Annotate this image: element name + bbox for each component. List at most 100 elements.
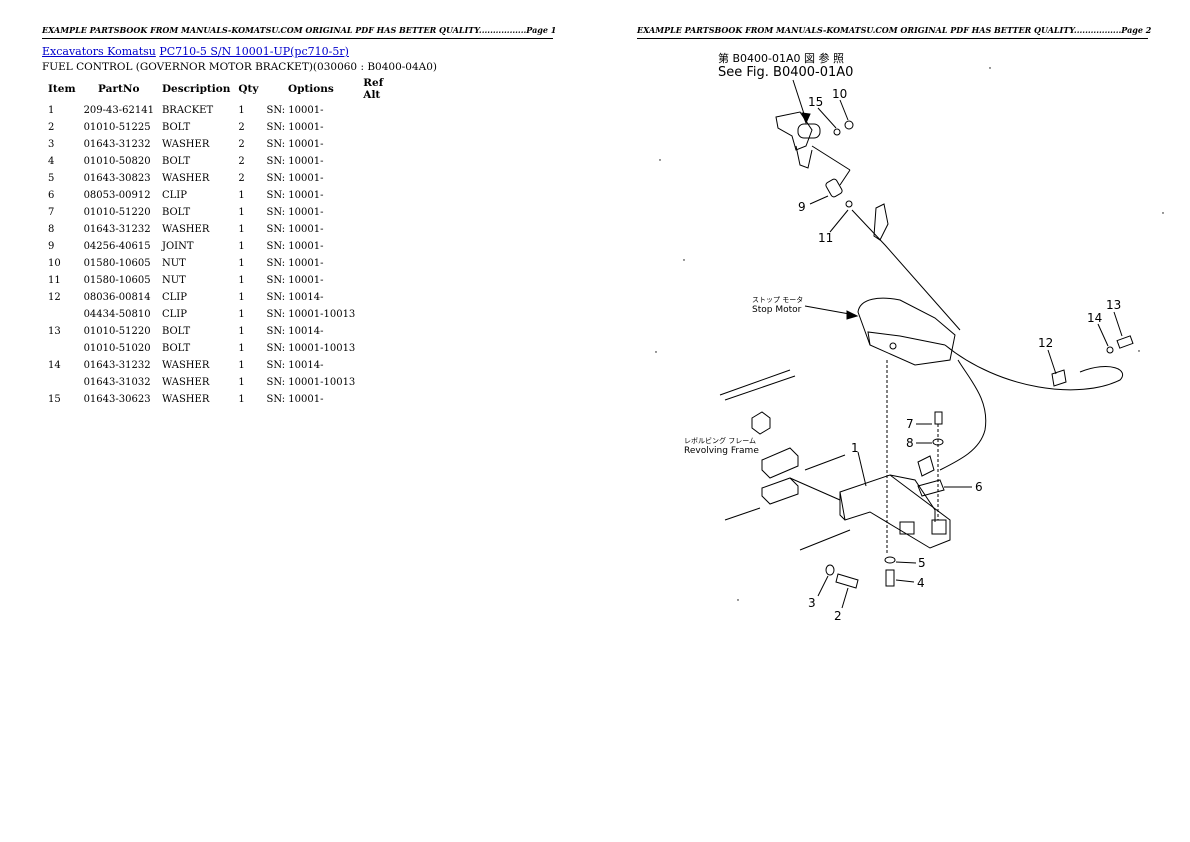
bolt-4-shape <box>885 569 895 587</box>
leader-line <box>817 107 837 129</box>
upper-joint-body <box>797 123 821 139</box>
bracket-1-edge <box>889 474 936 522</box>
bracket-1-shape <box>839 474 951 549</box>
nut-11-shape <box>845 200 853 208</box>
cell-options: SN: 10014- <box>266 292 324 303</box>
scan-speckle <box>655 351 657 353</box>
stop-motor-label-jp: ストップ モータ <box>752 295 803 304</box>
cell-description: WASHER <box>161 360 210 371</box>
clip-12-shape <box>1051 369 1067 387</box>
frame-line <box>724 507 761 521</box>
cell-description: NUT <box>161 258 186 269</box>
rod-line <box>839 169 851 186</box>
bracket-block <box>931 519 947 535</box>
breadcrumb: Excavators Komatsu PC710-5 S/N 10001-UP(… <box>42 45 349 58</box>
leader-line <box>829 209 849 233</box>
clip-6-shape <box>917 479 945 497</box>
cell-partno: 01010-51220 <box>83 207 151 218</box>
cell-description: WASHER <box>161 224 210 235</box>
cell-qty: 1 <box>238 343 245 354</box>
leader-line <box>841 587 849 609</box>
cell-qty: 1 <box>238 377 245 388</box>
cell-partno: 209-43-62141 <box>83 105 154 116</box>
fig-ref-jp: 第 B0400-01A0 図 参 照 <box>718 51 844 65</box>
cell-qty: 1 <box>238 275 245 286</box>
cell-description: JOINT <box>161 241 194 252</box>
column-header-ref-alt: Ref Alt <box>363 77 384 101</box>
cell-qty: 1 <box>238 258 245 269</box>
scan-speckle <box>989 67 991 69</box>
clip-6-top-shape <box>917 455 935 477</box>
breadcrumb-link-model[interactable]: PC710-5 S/N 10001-UP(pc710-5r) <box>159 45 349 58</box>
table-header-row: Item PartNo Description Qty Options Ref … <box>44 76 407 102</box>
callout-4: 4 <box>917 576 925 590</box>
cell-qty: 1 <box>238 360 245 371</box>
column-header-options: Options <box>287 83 334 95</box>
control-cable <box>851 209 961 331</box>
callout-9: 9 <box>798 200 806 214</box>
bolt-7-shape <box>934 411 943 425</box>
cell-qty: 1 <box>238 241 245 252</box>
cable-bracket-shape <box>873 203 889 241</box>
frame-line <box>789 477 841 501</box>
cell-partno: 01010-50820 <box>83 156 151 167</box>
cell-description: WASHER <box>161 394 210 405</box>
leader-line <box>895 561 917 564</box>
cell-partno: 01643-31232 <box>83 139 151 150</box>
callout-1: 1 <box>851 441 859 455</box>
cell-partno: 01643-30623 <box>83 394 151 405</box>
cell-options: SN: 10001- <box>266 275 324 286</box>
washer-15-shape <box>833 128 841 136</box>
page-header: EXAMPLE PARTSBOOK FROM MANUALS-KOMATSU.C… <box>637 25 1151 39</box>
cell-item: 7 <box>48 207 55 218</box>
stop-motor-shape <box>857 297 956 366</box>
cell-partno: 04256-40615 <box>83 241 151 252</box>
cell-options: SN: 10001- <box>266 258 324 269</box>
frame-line <box>724 375 796 401</box>
cell-item: 8 <box>48 224 55 235</box>
callout-14: 14 <box>1087 311 1102 325</box>
callout-5: 5 <box>918 556 926 570</box>
cell-qty: 1 <box>238 190 245 201</box>
cell-qty: 1 <box>238 326 245 337</box>
cell-options: SN: 10001- <box>266 173 324 184</box>
leader-line <box>1097 323 1109 347</box>
cell-description: BOLT <box>161 343 191 354</box>
cell-description: BOLT <box>161 156 191 167</box>
cell-qty: 2 <box>238 122 245 133</box>
cell-item: 5 <box>48 173 55 184</box>
cell-options: SN: 10001- <box>266 122 324 133</box>
breadcrumb-link-category[interactable]: Excavators Komatsu <box>42 45 156 58</box>
cell-qty: 1 <box>238 224 245 235</box>
page-header: EXAMPLE PARTSBOOK FROM MANUALS-KOMATSU.C… <box>42 25 556 39</box>
cell-item: 12 <box>48 292 61 303</box>
cell-options: SN: 10014- <box>266 360 324 371</box>
cell-qty: 1 <box>238 105 245 116</box>
bolt-13-shape <box>1116 335 1134 349</box>
leader-line <box>857 451 867 487</box>
cell-qty: 1 <box>238 292 245 303</box>
cell-description: NUT <box>161 275 186 286</box>
column-header-partno: PartNo <box>98 83 140 95</box>
callout-11: 11 <box>818 231 833 245</box>
callout-6: 6 <box>975 480 983 494</box>
cell-item: 6 <box>48 190 55 201</box>
leader-line <box>809 195 829 205</box>
cell-description: BRACKET <box>161 105 214 116</box>
cell-options: SN: 10001-10013 <box>266 343 356 354</box>
callout-10: 10 <box>832 87 847 101</box>
cell-partno: 01580-10605 <box>83 258 151 269</box>
frame-block <box>761 447 799 479</box>
column-header-item: Item <box>48 83 76 95</box>
cell-qty: 1 <box>238 309 245 320</box>
cell-partno: 01010-51220 <box>83 326 151 337</box>
cell-options: SN: 10001- <box>266 190 324 201</box>
